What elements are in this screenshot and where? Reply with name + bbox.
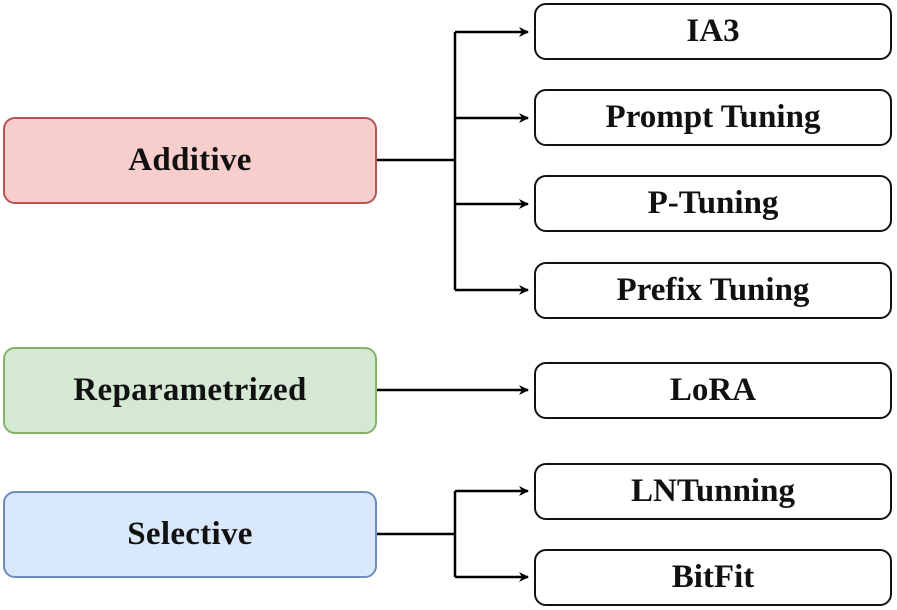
method-box-prefix-tuning: Prefix Tuning [534,262,892,319]
category-label-reparametrized: Reparametrized [73,372,307,408]
method-label-p-tuning: P-Tuning [647,185,779,221]
method-label-prompt-tuning: Prompt Tuning [605,99,821,135]
method-label-lora: LoRA [669,372,757,408]
method-label-prefix-tuning: Prefix Tuning [616,272,810,308]
method-box-prompt-tuning: Prompt Tuning [534,89,892,146]
category-label-additive: Additive [128,142,252,178]
category-box-reparametrized: Reparametrized [3,347,377,434]
category-label-selective: Selective [127,516,253,552]
category-box-selective: Selective [3,491,377,578]
selective-connectors [377,486,529,582]
method-box-bitfit: BitFit [534,549,892,606]
method-label-lntunning: LNTunning [631,473,795,509]
method-box-lntunning: LNTunning [534,463,892,520]
method-box-ia3: IA3 [534,3,892,60]
method-box-p-tuning: P-Tuning [534,175,892,232]
category-box-additive: Additive [3,117,377,204]
method-label-ia3: IA3 [686,13,740,49]
additive-connectors [377,27,529,295]
method-box-lora: LoRA [534,362,892,419]
method-label-bitfit: BitFit [671,559,755,595]
